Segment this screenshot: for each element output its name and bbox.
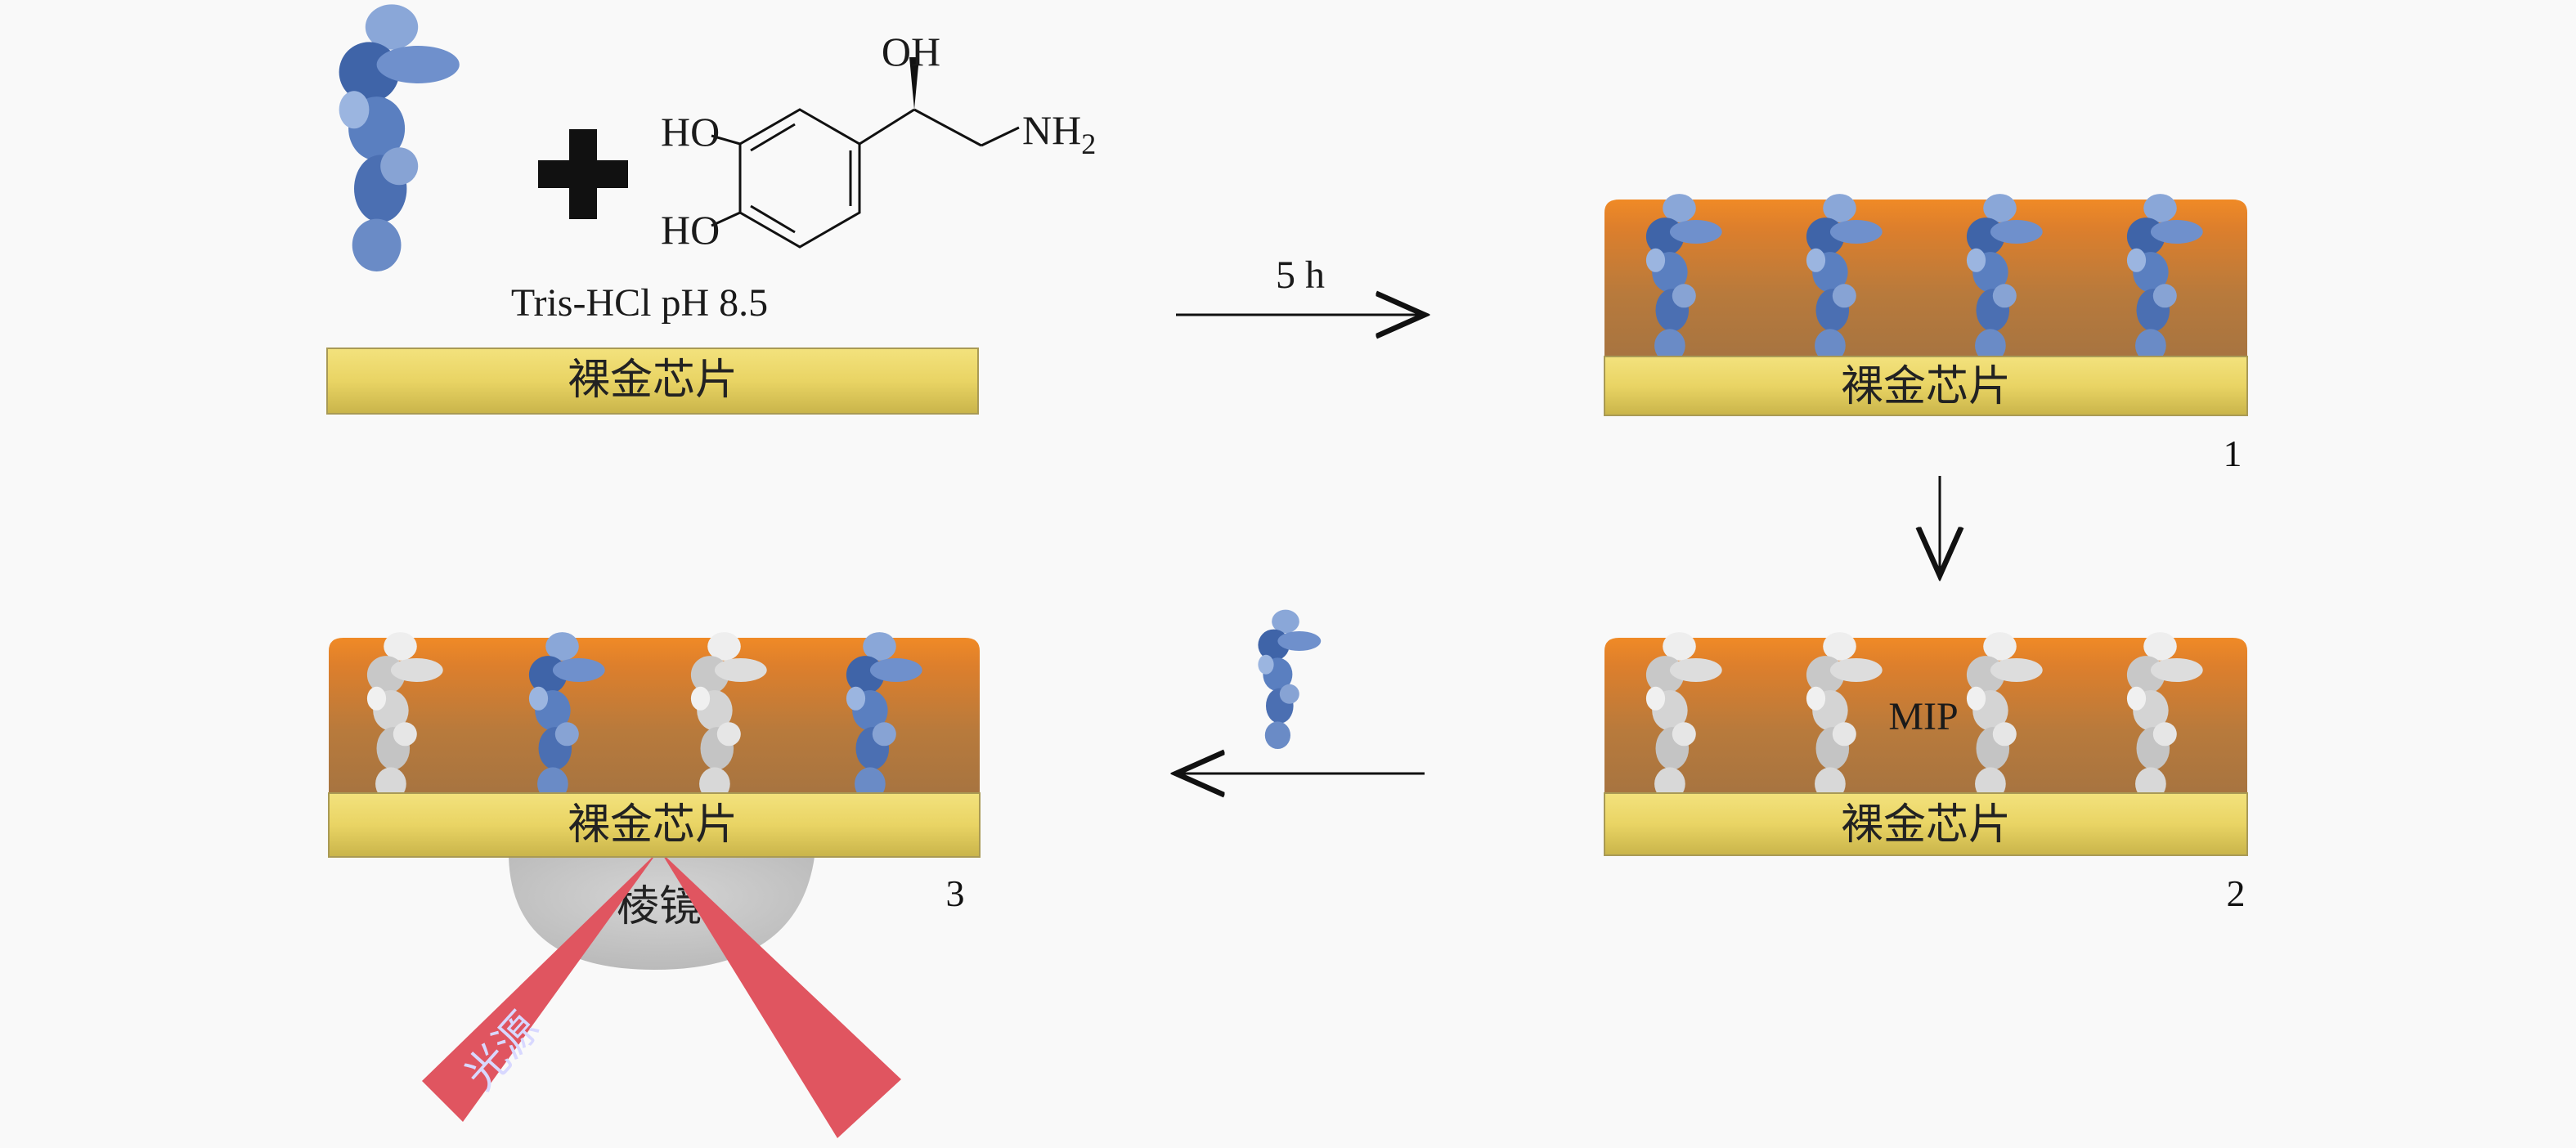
light-beam-reflected: [661, 852, 901, 1138]
chip-label: 裸金芯片: [1841, 800, 2011, 850]
chip-label: 裸金芯片: [568, 356, 738, 405]
mip-label: MIP: [1888, 695, 1958, 738]
norepinephrine-structure: [711, 57, 1020, 249]
hydroxyl-label-ring-2: HO: [661, 207, 720, 253]
chip-step-3: 裸金芯片: [328, 632, 981, 858]
chip-step-1: 裸金芯片: [1604, 194, 2248, 416]
chip-start: 裸金芯片: [326, 348, 979, 415]
time-label: 5 h: [1276, 253, 1325, 297]
chip-step-2: MIP 裸金芯片: [1604, 632, 2248, 856]
step-number-1: 1: [2224, 433, 2242, 474]
hydroxyl-label-ring-1: HO: [661, 109, 720, 155]
chip-label: 裸金芯片: [568, 800, 738, 850]
hydroxyl-label-top: OH: [882, 29, 940, 74]
amine-label: NH2: [1022, 107, 1096, 160]
step-number-2: 2: [2227, 872, 2246, 914]
step-number-3: 3: [946, 872, 965, 914]
plus-icon: [538, 129, 628, 219]
protein-icon: [1258, 609, 1322, 749]
light-beam-incident: [422, 852, 657, 1122]
buffer-label: Tris-HCl pH 8.5: [511, 281, 768, 325]
protein-icon: [339, 4, 460, 272]
chip-label: 裸金芯片: [1841, 362, 2011, 411]
